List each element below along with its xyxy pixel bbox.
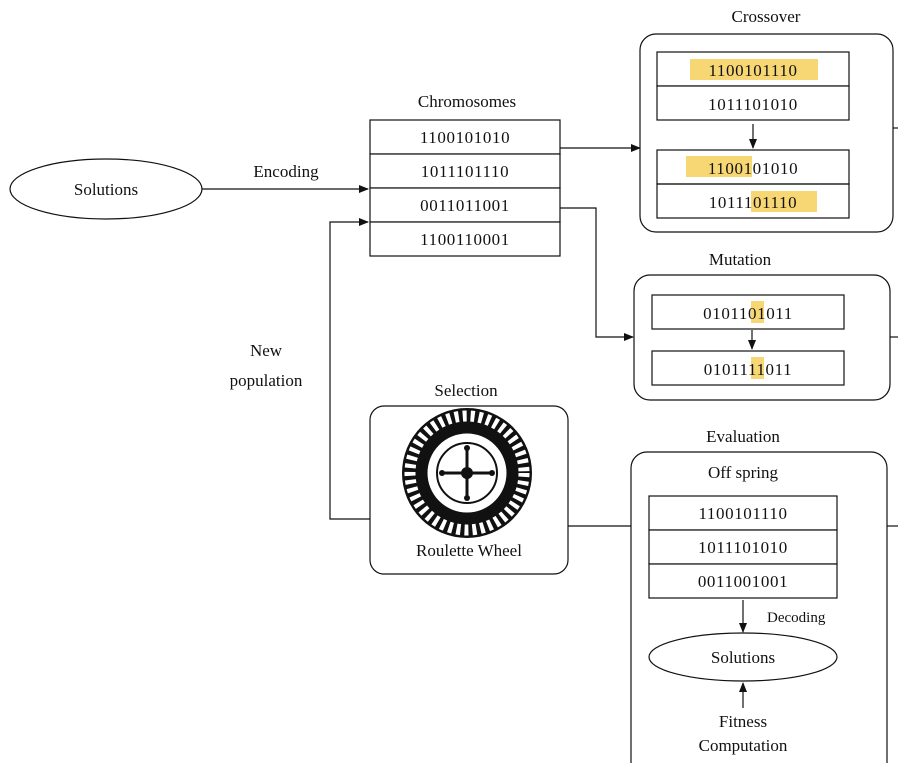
offspring-value: 0011001001	[698, 572, 788, 591]
mutation-before-row	[651, 294, 845, 330]
chromosomes-table: 1100101010 1011101110 0011011001 1100110…	[369, 119, 561, 257]
mutation-panel	[633, 274, 891, 401]
to-mutation-arrow	[560, 207, 634, 341]
child-row	[656, 183, 850, 219]
encoding-label: Encoding	[253, 162, 319, 181]
fitness-label: Fitness	[719, 712, 767, 731]
chromosomes-title: Chromosomes	[418, 92, 516, 111]
crossover-panel	[639, 33, 894, 233]
new-population-label: population	[230, 371, 303, 390]
parent-value: 1100101110	[708, 61, 797, 80]
roulette-wheel-icon	[402, 408, 532, 538]
crossover-highlight	[686, 156, 752, 177]
crossover-parents: 1100101110 1011101010	[656, 51, 850, 121]
crossover-highlight	[751, 191, 817, 212]
decoding-label: Decoding	[767, 610, 826, 626]
offspring-title: Off spring	[708, 463, 779, 482]
evaluation-title: Evaluation	[706, 427, 780, 446]
crossover-highlight	[690, 59, 818, 80]
chromosome-value: 1011101110	[421, 162, 509, 181]
new-population-arrow	[329, 218, 370, 520]
offspring-table: 1100101110 1011101010 0011001001	[648, 495, 838, 599]
mutation-highlight	[751, 301, 764, 323]
selection-title: Selection	[434, 381, 498, 400]
chromosome-row	[369, 221, 561, 257]
solutions-label: Solutions	[74, 180, 138, 199]
crossover-title: Crossover	[732, 7, 801, 26]
chromosome-value: 0011011001	[420, 196, 510, 215]
parent-row	[656, 85, 850, 121]
evaluation-solutions-label: Solutions	[711, 648, 775, 667]
child-value: 1011101110	[709, 193, 797, 212]
chromosome-row	[369, 187, 561, 223]
offspring-value: 1100101110	[698, 504, 787, 523]
chromosome-value: 1100110001	[420, 230, 510, 249]
evaluation-solutions-node	[648, 632, 838, 682]
chromosome-row	[369, 119, 561, 155]
mutation-before-value: 0101101011	[703, 304, 793, 323]
fitness-label: Computation	[699, 736, 788, 755]
offspring-value: 1011101010	[698, 538, 788, 557]
offspring-row	[648, 529, 838, 565]
offspring-row	[648, 495, 838, 531]
mutation-title: Mutation	[709, 250, 772, 269]
child-value: 1100101010	[708, 159, 798, 178]
offspring-row	[648, 563, 838, 599]
mutation-after-row	[651, 350, 845, 386]
selection-caption: Roulette Wheel	[416, 541, 522, 560]
crossover-children: 1100101010 1011101110	[656, 149, 850, 219]
parent-value: 1011101010	[708, 95, 798, 114]
mutation-after-value: 0101111011	[704, 360, 792, 379]
new-population-label: New	[250, 341, 283, 360]
chromosome-value: 1100101010	[420, 128, 510, 147]
mutation-highlight	[751, 357, 764, 379]
